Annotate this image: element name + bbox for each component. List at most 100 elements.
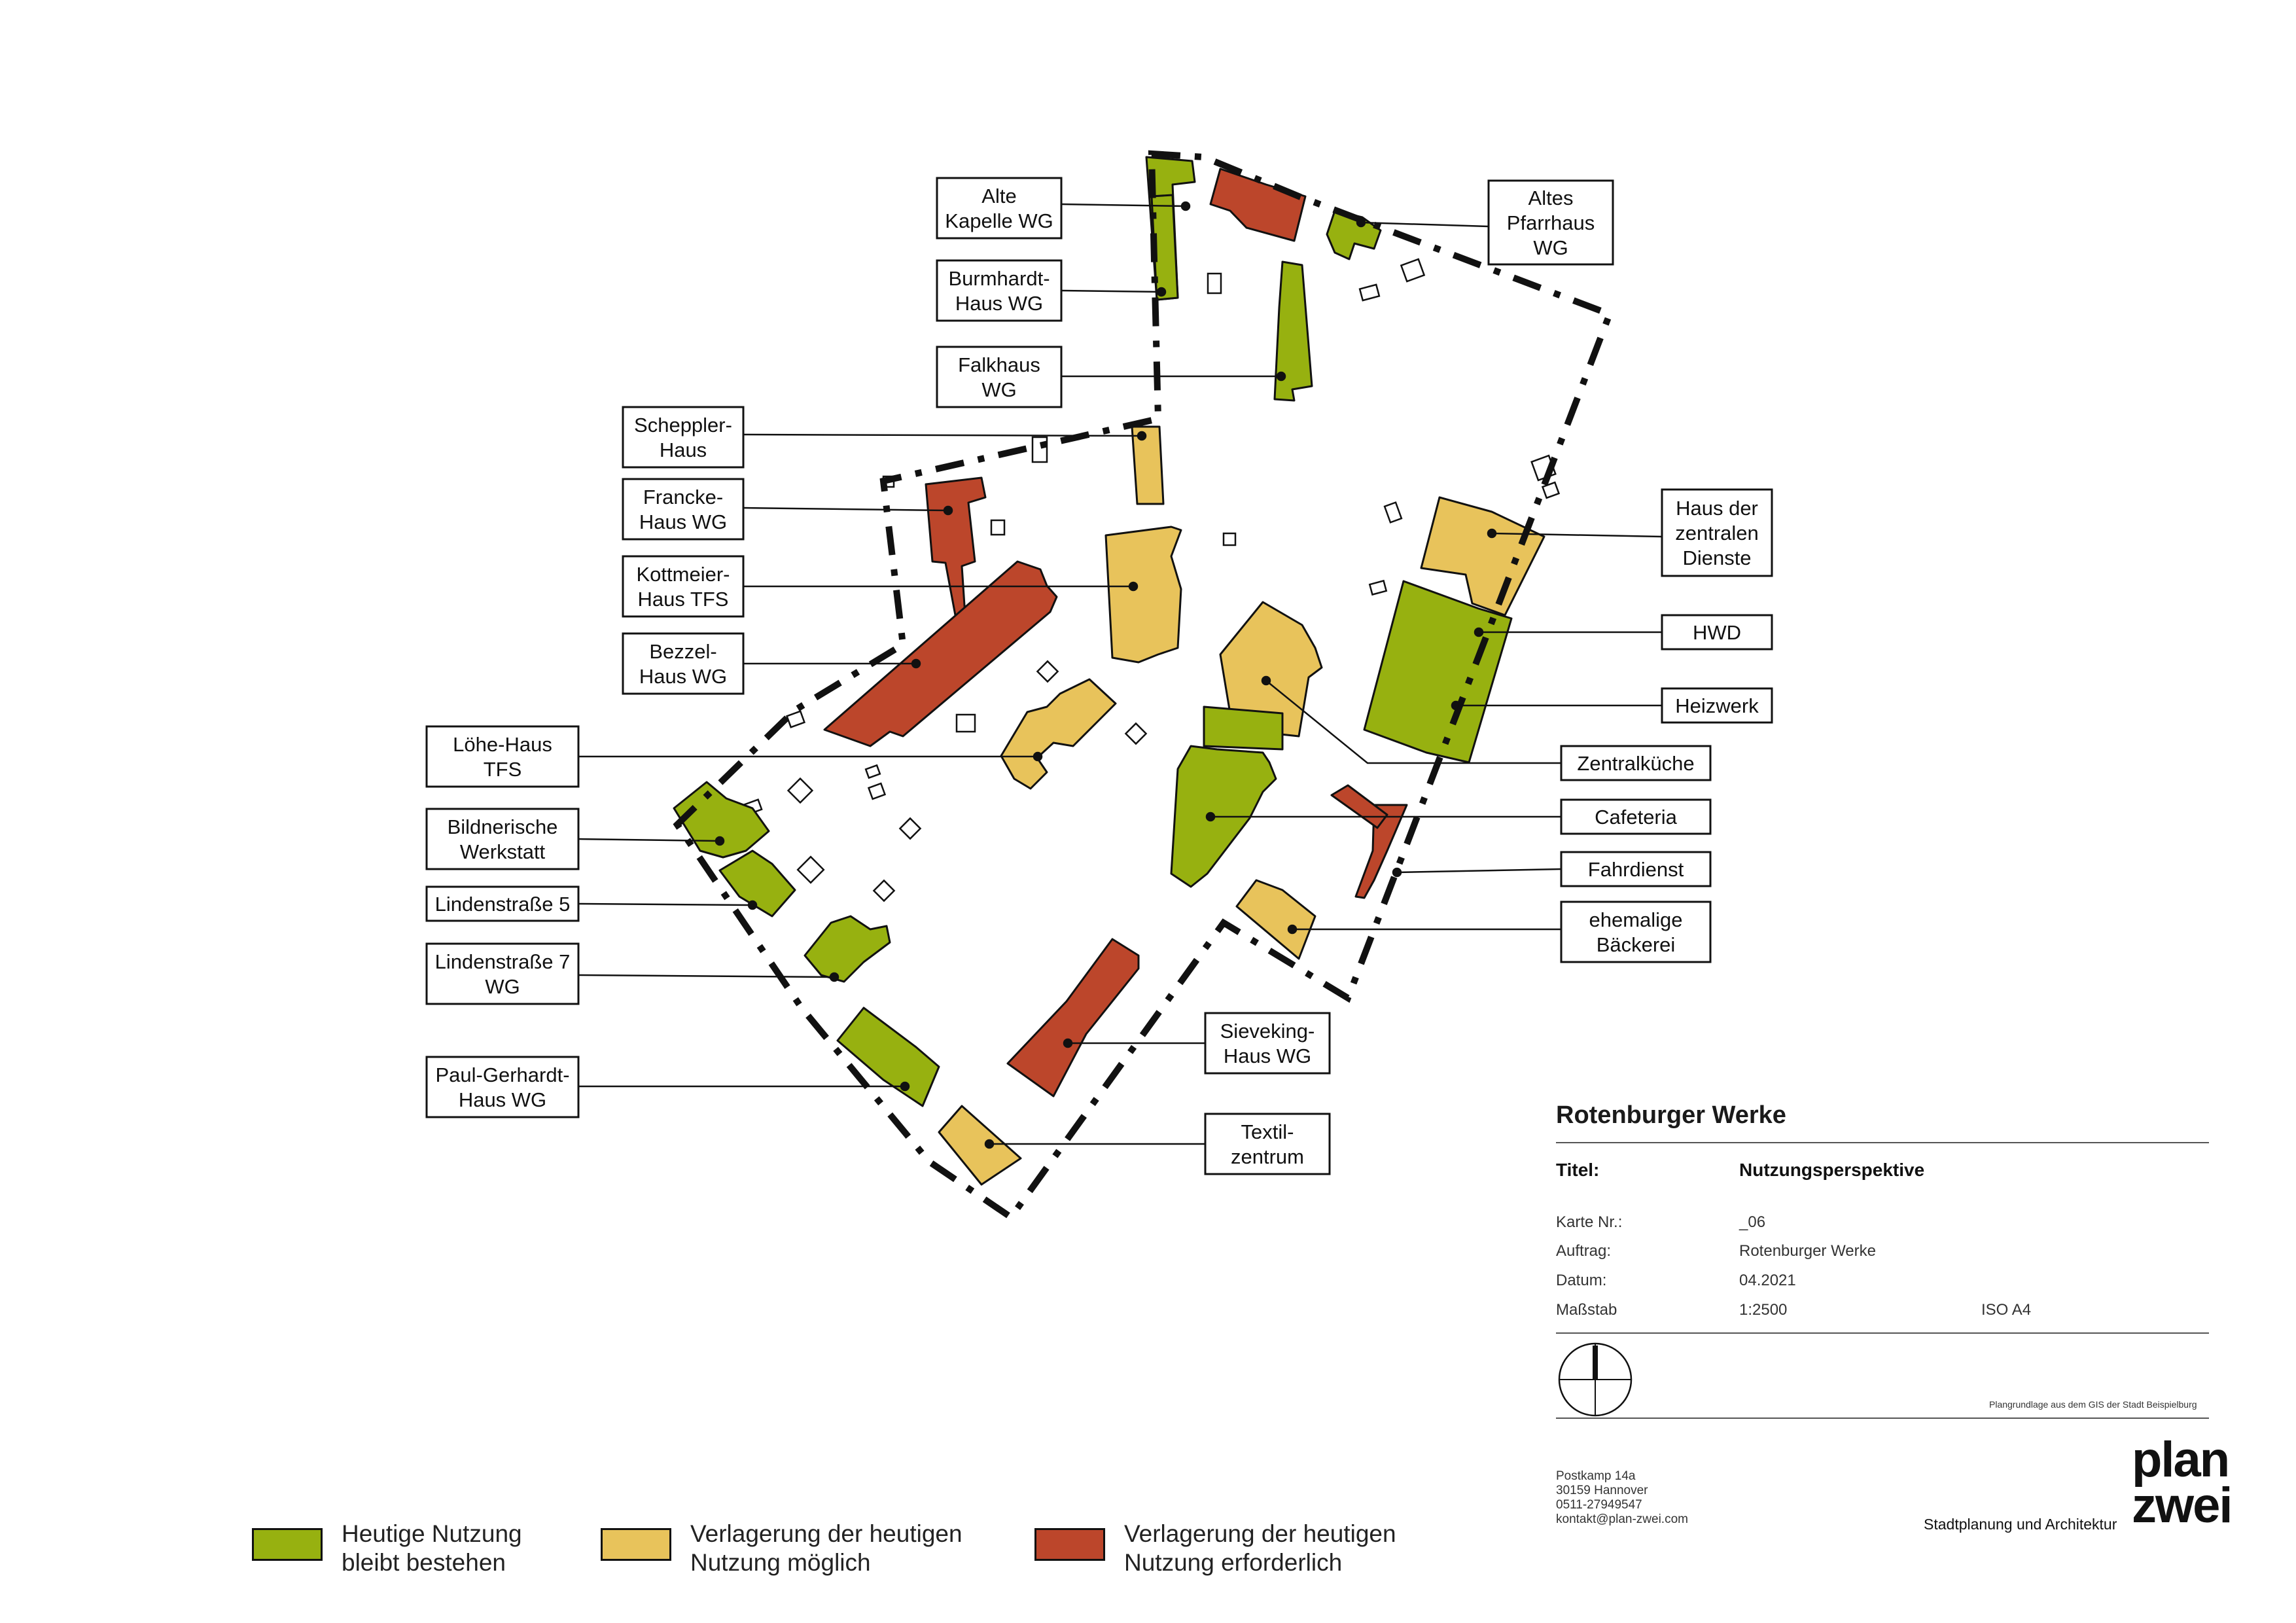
- north-arrow-icon: [1558, 1342, 1633, 1417]
- label-text: Haus WG: [955, 292, 1043, 315]
- label-text: Dienste: [1682, 546, 1751, 569]
- label-frame: [425, 885, 580, 922]
- leader-dot: [1392, 867, 1402, 878]
- building-fahrdienst-strip: [1354, 804, 1408, 899]
- leader-dot: [1063, 1038, 1073, 1048]
- building-falkhaus: [1273, 260, 1313, 402]
- label-box-paul-gerhardt: Paul-Gerhardt-Haus WG: [425, 1056, 580, 1118]
- label-box-burmhardt: Burmhardt-Haus WG: [936, 259, 1063, 322]
- label-text: Haus WG: [459, 1088, 546, 1111]
- label-text: Pfarrhaus: [1507, 211, 1595, 234]
- label-text: Bildnerische: [448, 815, 558, 838]
- leader-dot: [984, 1139, 995, 1149]
- address-street: Postkamp 14a: [1556, 1469, 1636, 1483]
- label-frame: [1661, 687, 1773, 724]
- address-email: kontakt@plan-zwei.com: [1556, 1512, 1688, 1526]
- client-label: Auftrag:: [1556, 1242, 1612, 1260]
- label-box-cafeteria: Cafeteria: [1560, 798, 1712, 835]
- leader-dot: [1137, 431, 1147, 441]
- label-frame: [1560, 745, 1712, 781]
- label-text: Scheppler-: [634, 414, 732, 437]
- label-text: Bäckerei: [1597, 933, 1676, 956]
- outbuilding: [1368, 579, 1388, 596]
- legend-red-line2: Nutzung erforderlich: [1124, 1549, 1343, 1576]
- leader-dot: [1156, 287, 1167, 297]
- legend-green-line2: bleibt bestehen: [342, 1549, 506, 1576]
- label-frame: [622, 555, 745, 618]
- legend-label-yellow: Verlagerung der heutigen Nutzung möglich: [690, 1520, 963, 1577]
- label-frame: [1661, 614, 1773, 651]
- label-frame: [1487, 179, 1614, 266]
- label-text: WG: [485, 975, 520, 998]
- legend-swatch-red: [1034, 1528, 1105, 1561]
- label-text: Bezzel-: [649, 640, 716, 663]
- label-frame: [1204, 1113, 1331, 1175]
- building-haus-zentrale-dienste: [1420, 496, 1545, 616]
- outbuilding: [1207, 272, 1222, 294]
- legend-red-line1: Verlagerung der heutigen: [1124, 1520, 1396, 1547]
- date-label: Datum:: [1556, 1272, 1607, 1289]
- label-box-hwd: HWD: [1661, 614, 1773, 651]
- leader-line: [578, 838, 720, 842]
- legend-swatch-green: [252, 1528, 323, 1561]
- label-box-francke: Francke-Haus WG: [622, 478, 745, 541]
- leader-dot: [1487, 528, 1497, 539]
- building-ehemalige-baeckerei: [1235, 879, 1316, 960]
- building-scheppler: [1131, 425, 1165, 505]
- label-text: Alte: [981, 185, 1016, 207]
- label-text: Lindenstraße 5: [435, 893, 571, 916]
- legend-yellow-line2: Nutzung möglich: [690, 1549, 871, 1576]
- label-text: WG: [981, 378, 1016, 401]
- date-value: 04.2021: [1739, 1272, 1796, 1289]
- building-kapelle-red: [1209, 168, 1307, 242]
- leader-line: [1265, 680, 1561, 764]
- label-frame: [1661, 488, 1773, 577]
- label-frame: [1204, 1012, 1331, 1075]
- outbuilding: [1036, 660, 1059, 683]
- leader-line: [1360, 221, 1489, 228]
- label-text: Haus WG: [1224, 1044, 1311, 1067]
- label-frame: [425, 808, 580, 870]
- leader-dot: [1128, 581, 1139, 592]
- leader-dot: [1276, 371, 1286, 382]
- leader-dot: [1474, 627, 1484, 637]
- leader-dot: [1451, 700, 1461, 711]
- leader-dot: [1287, 924, 1298, 935]
- building-burmhardt-wing: [1150, 194, 1179, 301]
- outbuilding: [796, 855, 825, 884]
- building-cafeteria-connector: [1203, 705, 1284, 751]
- label-box-bezzel: Bezzel-Haus WG: [622, 632, 745, 695]
- label-text: Kottmeier-: [637, 563, 730, 586]
- label-text: Heizwerk: [1675, 694, 1759, 717]
- label-frame: [936, 346, 1063, 408]
- label-box-sieveking: Sieveking-Haus WG: [1204, 1012, 1331, 1075]
- label-frame: [425, 725, 580, 788]
- outbuilding: [1541, 481, 1561, 499]
- label-frame: [936, 177, 1063, 240]
- address-city: 30159 Hannover: [1556, 1484, 1648, 1497]
- label-text: Paul-Gerhardt-: [435, 1063, 569, 1086]
- label-box-lindenstr5: Lindenstraße 5: [425, 885, 580, 922]
- outbuilding: [955, 713, 976, 733]
- label-box-kottmeier: Kottmeier-Haus TFS: [622, 555, 745, 618]
- leader-dot: [900, 1081, 910, 1092]
- outbuilding: [872, 879, 896, 902]
- label-text: zentralen: [1675, 522, 1759, 544]
- leader-line: [1491, 532, 1663, 538]
- outbuilding: [864, 764, 881, 779]
- title-rule-mid: [1556, 1332, 2209, 1334]
- label-text: TFS: [484, 758, 522, 781]
- label-text: Textil-: [1241, 1120, 1294, 1143]
- label-text: Haus der: [1676, 497, 1758, 520]
- label-box-fahrdienst: Fahrdienst: [1560, 851, 1712, 887]
- label-box-scheppler: Scheppler-Haus: [622, 406, 745, 469]
- label-text: zentrum: [1231, 1145, 1304, 1168]
- client-value: Rotenburger Werke: [1739, 1242, 1876, 1260]
- project-title: Rotenburger Werke: [1556, 1101, 1786, 1129]
- map-number-value: _06: [1739, 1213, 1766, 1231]
- map-number-label: Karte Nr.:: [1556, 1213, 1623, 1231]
